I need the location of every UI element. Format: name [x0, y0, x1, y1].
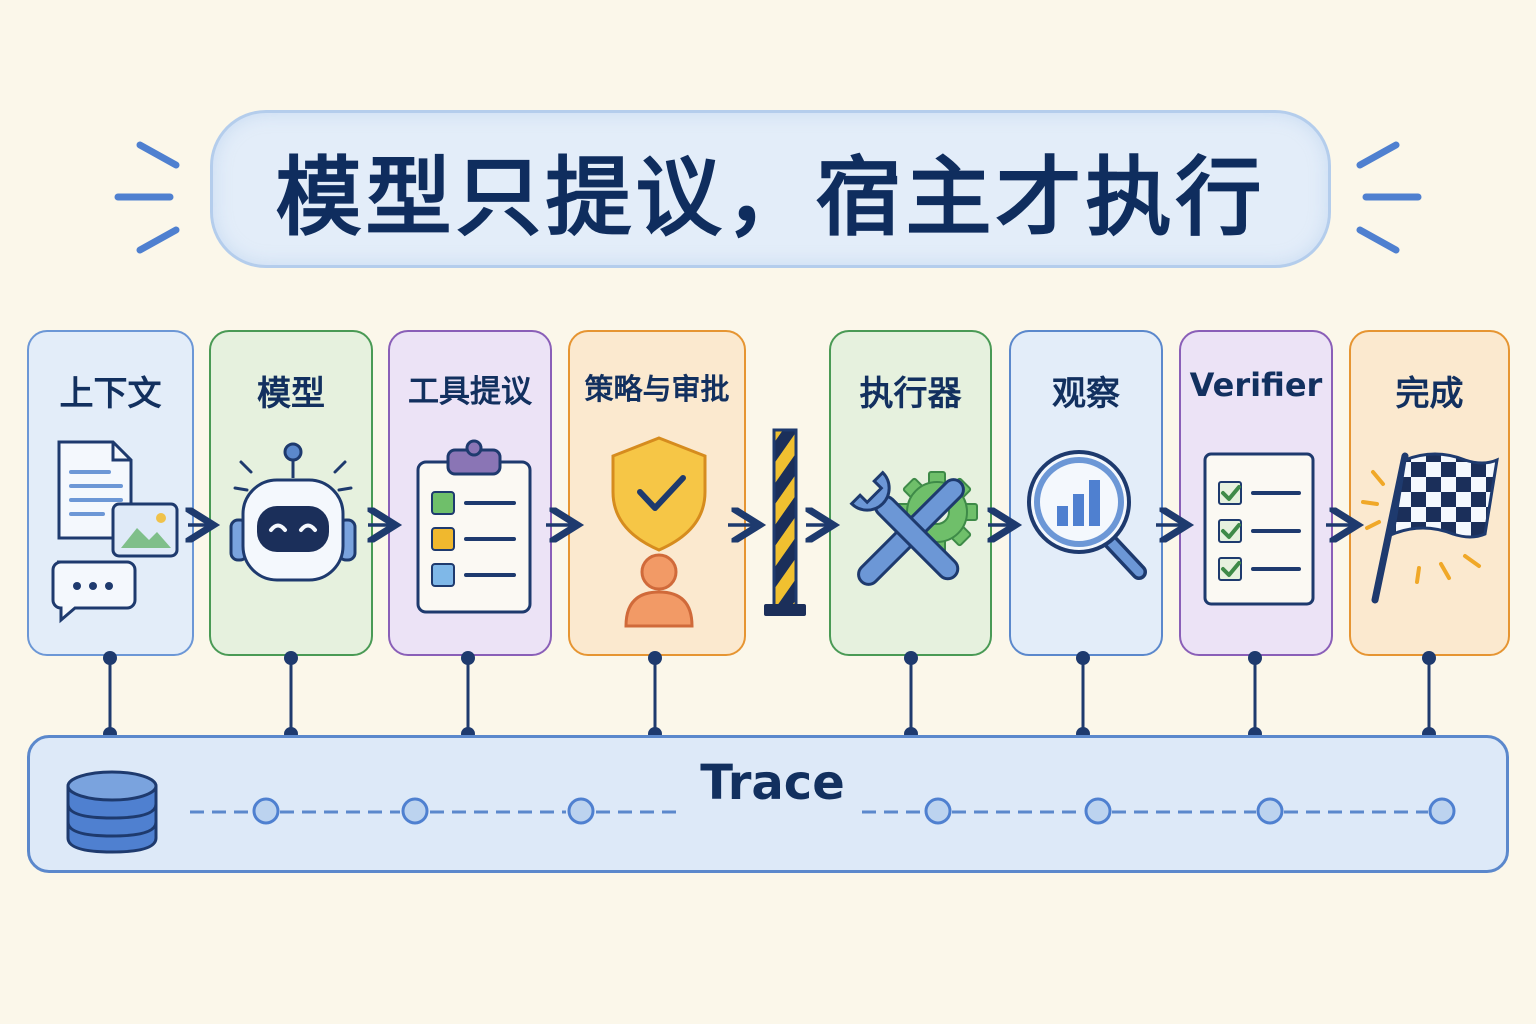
stage-label-done: 完成 — [1395, 374, 1464, 414]
stage-label-tool-proposal: 工具提议 — [408, 374, 532, 410]
robot-icon — [229, 442, 357, 582]
title-banner: 模型只提议，宿主才执行 — [210, 110, 1331, 268]
stage-label-executor: 执行器 — [859, 374, 962, 414]
stage-model: 模型 — [209, 330, 373, 656]
stage-label-policy-approval: 策略与审批 — [584, 372, 730, 406]
stage-label-context: 上下文 — [59, 374, 162, 414]
title-sparkles — [114, 141, 1422, 254]
page-title: 模型只提议，宿主才执行 — [275, 147, 1266, 248]
checkered-flag-icon — [1361, 452, 1499, 604]
stage-executor: 执行器 — [829, 330, 992, 656]
stage-context: 上下文 — [27, 330, 194, 656]
checklist-icon — [1203, 452, 1315, 606]
database-icon — [66, 770, 158, 854]
shield-approver-icon — [611, 436, 707, 628]
stage-done: 完成 — [1349, 330, 1510, 656]
stage-tool-proposal: 工具提议 — [388, 330, 552, 656]
documents-chat-icon — [51, 440, 179, 624]
magnifier-chart-icon — [1027, 450, 1147, 580]
stage-label-model: 模型 — [257, 374, 325, 414]
trace-label: Trace — [700, 755, 845, 811]
stage-observation: 观察 — [1009, 330, 1163, 656]
stage-policy-approval: 策略与审批 — [568, 330, 746, 656]
stage-label-observation: 观察 — [1052, 374, 1120, 414]
clipboard-checklist-icon — [416, 439, 532, 614]
stage-label-verifier: Verifier — [1189, 366, 1323, 404]
wrench-gear-icon — [849, 470, 978, 586]
